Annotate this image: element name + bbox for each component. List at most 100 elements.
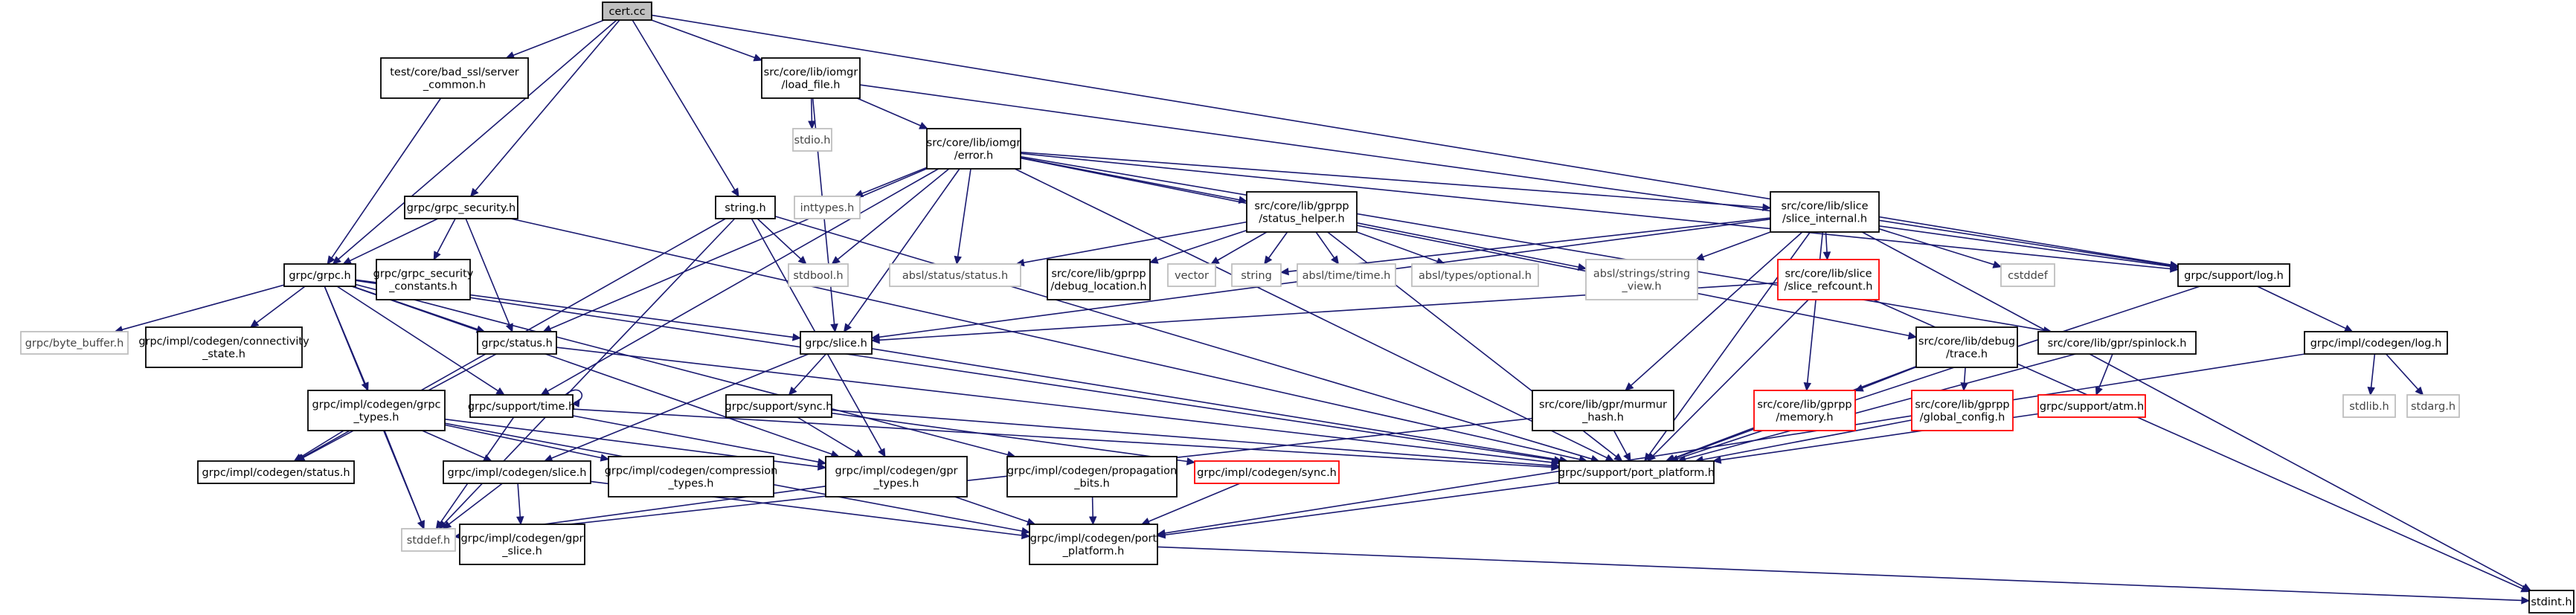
node-support-sync[interactable]: grpc/support/sync.h xyxy=(725,394,833,418)
node-grpc-slice[interactable]: grpc/slice.h xyxy=(800,331,873,355)
edge-codegen_log-to-stdarg xyxy=(2386,353,2424,396)
node-label: _common.h xyxy=(423,80,486,91)
node-box xyxy=(1777,259,1880,300)
node-stdio[interactable]: stdio.h xyxy=(792,128,832,152)
node-grpc-sec-const[interactable]: grpc/grpc_security_constants.h xyxy=(373,259,474,300)
node-connectivity-state[interactable]: grpc/impl/codegen/connectivity_state.h xyxy=(138,326,309,368)
edge-codegen_slice-to-gpr_slice xyxy=(515,483,524,526)
node-box xyxy=(1297,263,1396,287)
node-global-config[interactable]: src/core/lib/gprpp/global_config.h xyxy=(1911,390,2014,431)
node-support-port-platform[interactable]: grpc/support/port_platform.h xyxy=(1558,460,1715,484)
node-cert-cc[interactable]: cert.cc xyxy=(602,1,652,21)
node-label: grpc/support/time.h xyxy=(468,401,575,413)
edge-propagation_bits-to-port_platform xyxy=(1088,496,1097,526)
node-absl-time[interactable]: absl/time/time.h xyxy=(1297,263,1396,287)
node-label: grpc/impl/codegen/port xyxy=(1030,533,1157,545)
node-layer: cert.cc test/core/bad_ssl/server_common.h… xyxy=(20,1,2575,614)
node-stdlib[interactable]: stdlib.h xyxy=(2342,394,2396,418)
node-label: stdio.h xyxy=(794,135,831,146)
edge-load_file-to-error_h xyxy=(856,97,928,129)
node-stddef[interactable]: stddef.h xyxy=(401,528,456,552)
edge-grpc_types-to-codegen_status xyxy=(293,430,344,462)
edge-codegen_slice-to-stddef xyxy=(442,483,503,529)
node-box xyxy=(1753,390,1856,431)
edge-codegen_sync-to-port_platform xyxy=(1140,483,1241,525)
node-box xyxy=(443,460,591,484)
edge-load_file-to-stdio xyxy=(808,97,816,130)
edge-grpc_security-to-grpc_sec_const xyxy=(433,218,456,261)
node-label: grpc/status.h xyxy=(481,338,553,350)
node-label: src/core/lib/slice xyxy=(1782,201,1869,213)
node-label: grpc/grpc_security xyxy=(373,268,474,280)
edge-status_helper-to-absl_optional xyxy=(1356,231,1446,265)
node-label: _types.h xyxy=(873,478,919,490)
node-label: grpc/grpc.h xyxy=(289,270,350,282)
edge-grpc_security-to-support_port_platform xyxy=(510,218,1588,463)
node-status-helper[interactable]: src/core/lib/gprpp/status_helper.h xyxy=(1246,191,1358,233)
edge-slice_internal-to-support_log xyxy=(1878,219,2180,269)
node-error-h[interactable]: src/core/lib/iomgr/error.h xyxy=(926,128,1021,170)
node-codegen-status[interactable]: grpc/impl/codegen/status.h xyxy=(197,460,355,484)
edge-slice_internal-to-cstddef xyxy=(1878,228,2002,268)
node-debug-trace[interactable]: src/core/lib/debug/trace.h xyxy=(1915,326,2018,368)
node-propagation-bits[interactable]: grpc/impl/codegen/propagation_bits.h xyxy=(1006,456,1178,498)
node-label: cstddef xyxy=(2008,270,2049,282)
node-slice-refcount[interactable]: src/core/lib/slice/slice_refcount.h xyxy=(1777,259,1880,300)
node-absl-status[interactable]: absl/status/status.h xyxy=(889,263,1021,287)
node-spinlock[interactable]: src/core/lib/gpr/spinlock.h xyxy=(2037,331,2197,355)
node-box xyxy=(283,263,356,287)
node-stdint[interactable]: stdint.h xyxy=(2528,590,2575,614)
node-box xyxy=(2528,590,2575,614)
node-grpc-security[interactable]: grpc/grpc_security.h xyxy=(404,196,518,219)
node-support-log[interactable]: grpc/support/log.h xyxy=(2177,263,2290,287)
node-label: src/core/lib/slice xyxy=(1785,268,1872,280)
node-label: absl/status/status.h xyxy=(902,270,1008,282)
node-support-time[interactable]: grpc/support/time.h xyxy=(468,394,575,418)
node-stdbool[interactable]: stdbool.h xyxy=(788,263,849,287)
node-debug-location[interactable]: src/core/lib/gprpp/debug_location.h xyxy=(1047,259,1151,300)
node-absl-string-view[interactable]: absl/strings/string_view.h xyxy=(1585,259,1698,300)
node-codegen-sync[interactable]: grpc/impl/codegen/sync.h xyxy=(1194,460,1340,484)
node-gpr-slice[interactable]: grpc/impl/codegen/gpr_slice.h xyxy=(459,524,585,565)
node-absl-optional[interactable]: absl/types/optional.h xyxy=(1411,263,1539,287)
node-label: stdlib.h xyxy=(2349,401,2389,413)
edge-slice_internal-to-absl_string_view xyxy=(1695,231,1771,261)
node-gpr-types[interactable]: grpc/impl/codegen/gpr_types.h xyxy=(825,456,968,498)
node-codegen-log[interactable]: grpc/impl/codegen/log.h xyxy=(2304,331,2448,355)
edge-error_h-to-debug_trace xyxy=(1020,157,1918,340)
edge-grpc_slice-to-support_sync xyxy=(788,353,826,396)
node-port-platform[interactable]: grpc/impl/codegen/port_platform.h xyxy=(1029,524,1158,565)
node-murmur-hash[interactable]: src/core/lib/gpr/murmur_hash.h xyxy=(1532,390,1674,431)
node-label: src/core/lib/iomgr xyxy=(927,138,1021,149)
node-load-file[interactable]: src/core/lib/iomgr/load_file.h xyxy=(761,57,861,99)
node-vector[interactable]: vector xyxy=(1167,263,1216,287)
node-compression-types[interactable]: grpc/impl/codegen/compression_types.h xyxy=(605,456,778,498)
node-string-h[interactable]: string.h xyxy=(715,196,776,219)
node-inttypes[interactable]: inttypes.h xyxy=(794,196,861,219)
node-cstddef[interactable]: cstddef xyxy=(2000,263,2055,287)
node-box xyxy=(477,331,557,355)
node-label: _hash.h xyxy=(1581,412,1624,424)
edge-string_h-to-stdbool xyxy=(757,218,807,265)
node-label: grpc/impl/codegen/sync.h xyxy=(1197,467,1337,479)
node-label: stdint.h xyxy=(2531,596,2572,608)
node-slice-internal[interactable]: src/core/lib/slice/slice_internal.h xyxy=(1770,191,1880,233)
node-box xyxy=(792,128,832,152)
node-grpc-types[interactable]: grpc/impl/codegen/grpc_types.h xyxy=(307,390,446,431)
edge-support_port_platform-to-port_platform xyxy=(1156,482,1560,539)
node-label: grpc/impl/codegen/compression xyxy=(605,466,778,477)
node-box xyxy=(2177,263,2290,287)
node-gprpp-memory[interactable]: src/core/lib/gprpp/memory.h xyxy=(1753,390,1856,431)
node-stdarg[interactable]: stdarg.h xyxy=(2406,394,2460,418)
node-box xyxy=(788,263,849,287)
node-grpc-h[interactable]: grpc/grpc.h xyxy=(283,263,356,287)
node-byte-buffer[interactable]: grpc/byte_buffer.h xyxy=(20,331,129,355)
node-grpc-status[interactable]: grpc/status.h xyxy=(477,331,557,355)
node-bad-ssl[interactable]: test/core/bad_ssl/server_common.h xyxy=(380,57,529,99)
node-label: grpc/impl/codegen/gpr xyxy=(835,466,957,477)
node-support-atm[interactable]: grpc/support/atm.h xyxy=(2037,394,2146,418)
node-label: /error.h xyxy=(954,150,993,162)
node-codegen-slice[interactable]: grpc/impl/codegen/slice.h xyxy=(443,460,591,484)
node-label: grpc/impl/codegen/log.h xyxy=(2310,338,2442,350)
node-string[interactable]: string xyxy=(1231,263,1282,287)
